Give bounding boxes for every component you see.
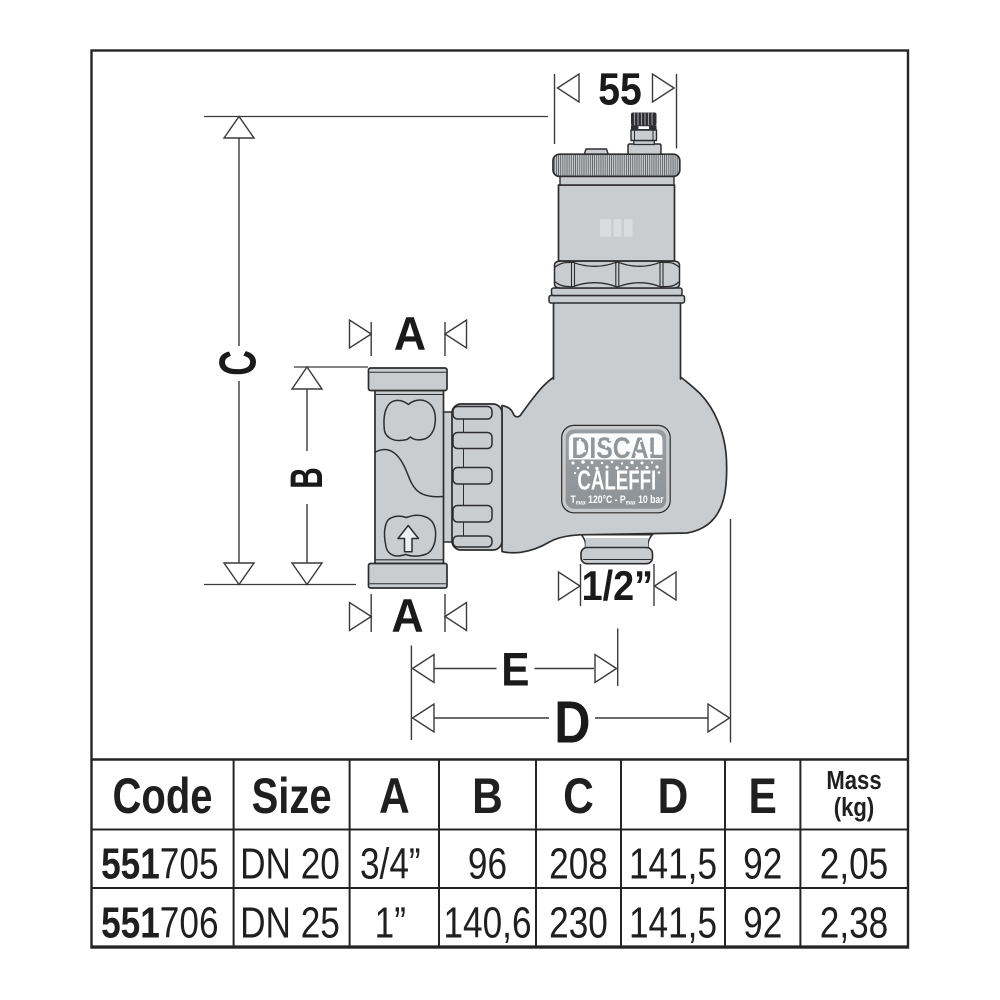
svg-text:140,6: 140,6 xyxy=(443,899,531,948)
svg-text:2,05: 2,05 xyxy=(820,840,888,889)
svg-text:Tmax 120°C - Pmax 10 bar: Tmax 120°C - Pmax 10 bar xyxy=(570,494,663,506)
svg-text:551705: 551705 xyxy=(101,840,218,889)
svg-text:141,5: 141,5 xyxy=(629,840,717,889)
svg-text:1”: 1” xyxy=(375,899,406,948)
svg-text:3/4”: 3/4” xyxy=(360,840,421,889)
svg-text:208: 208 xyxy=(549,840,608,889)
svg-text:A: A xyxy=(379,768,410,824)
svg-text:Mass: Mass xyxy=(826,766,881,795)
svg-text:C: C xyxy=(563,768,594,824)
svg-text:B: B xyxy=(472,768,503,824)
svg-text:CALEFFI: CALEFFI xyxy=(577,465,656,495)
svg-text:230: 230 xyxy=(549,899,608,948)
svg-text:1/2”: 1/2” xyxy=(582,563,653,609)
svg-text:Code: Code xyxy=(113,768,213,824)
svg-text:E: E xyxy=(749,768,777,824)
svg-text:92: 92 xyxy=(743,840,782,889)
svg-text:55: 55 xyxy=(598,64,642,114)
svg-text:D: D xyxy=(658,768,689,824)
svg-text:DN 25: DN 25 xyxy=(240,899,340,948)
svg-text:DN 20: DN 20 xyxy=(240,840,340,889)
svg-text:B: B xyxy=(282,467,333,488)
svg-text:2,38: 2,38 xyxy=(820,899,888,948)
svg-text:96: 96 xyxy=(468,840,507,889)
svg-text:Size: Size xyxy=(252,768,332,824)
svg-text:551706: 551706 xyxy=(101,899,218,948)
svg-text:92: 92 xyxy=(743,899,782,948)
svg-text:D: D xyxy=(554,689,590,756)
svg-text:141,5: 141,5 xyxy=(629,899,717,948)
svg-text:A: A xyxy=(394,308,426,360)
svg-text:A: A xyxy=(391,590,423,642)
svg-text:C: C xyxy=(210,350,267,376)
svg-text:E: E xyxy=(501,645,529,697)
svg-text:(kg): (kg) xyxy=(834,793,874,822)
svg-text:DISCAL: DISCAL xyxy=(571,431,663,465)
